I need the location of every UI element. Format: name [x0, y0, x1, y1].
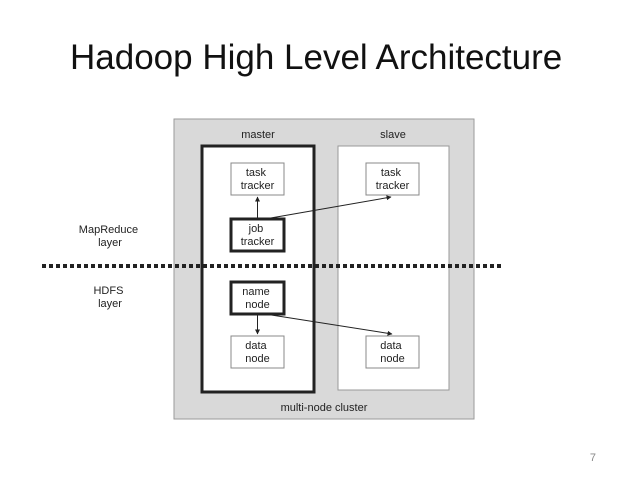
master-name-node-box — [229, 280, 286, 316]
slide-title: Hadoop High Level Architecture — [70, 38, 563, 77]
mapreduce-layer-label: MapReduce layer — [79, 224, 141, 249]
slave-task-tracker-box — [365, 162, 420, 196]
slave-data-node-label: data node — [380, 340, 404, 365]
master-name-node-label: name node — [242, 286, 273, 311]
slave-column-label: slave — [380, 129, 406, 141]
arrow-name-to-slave-data — [264, 313, 393, 336]
master-task-tracker-box — [230, 162, 285, 196]
master-data-node-box — [230, 335, 285, 369]
slave-data-node-box — [365, 335, 420, 369]
master-column-label: master — [241, 129, 275, 141]
master-job-tracker-label: job tracker — [241, 223, 275, 248]
hdfs-layer-label: HDFS layer — [93, 285, 126, 310]
master-data-node-label: data node — [245, 340, 269, 365]
master-task-tracker-label: task tracker — [241, 167, 275, 192]
slide-number: 7 — [589, 452, 596, 464]
slave-task-tracker-label: task tracker — [376, 167, 410, 192]
arrow-job-to-slave-task — [264, 195, 392, 220]
master-job-tracker-box — [229, 217, 286, 253]
cluster-label: multi-node cluster — [281, 402, 368, 414]
